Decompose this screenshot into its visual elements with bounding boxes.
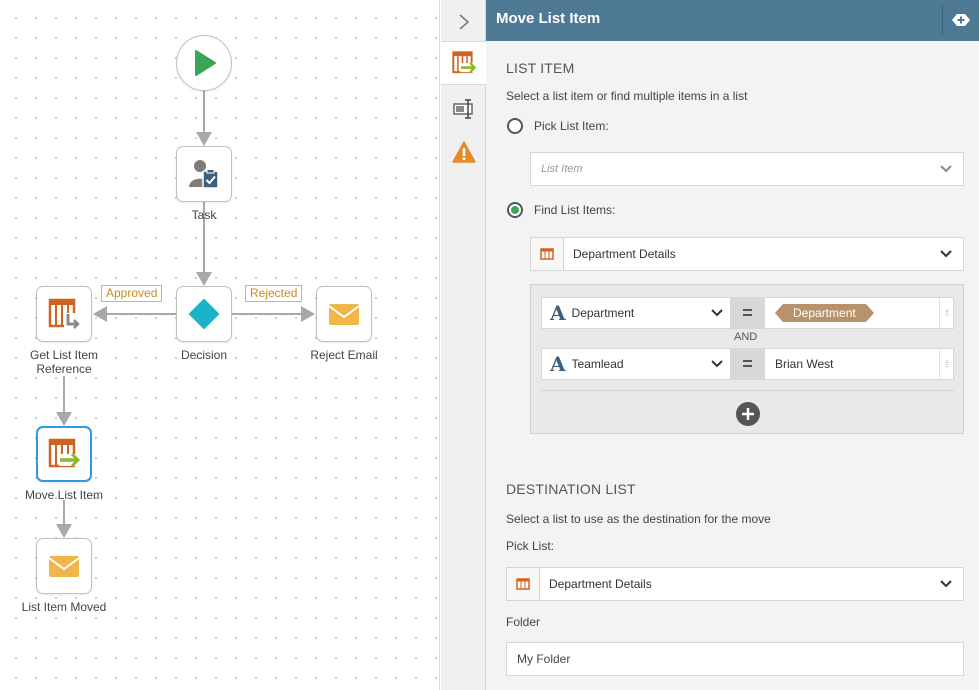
chevron-down-icon	[939, 164, 953, 174]
list-move-icon	[451, 50, 477, 76]
find-list-items-radio[interactable]	[507, 202, 523, 218]
start-node[interactable]	[176, 35, 232, 91]
drag-handle-icon[interactable]: ⁞⁞	[939, 298, 953, 328]
department-token[interactable]: Department	[783, 304, 866, 322]
properties-panel: Move List Item LIST ITEM Select a list i…	[486, 0, 979, 690]
pick-list-item-label[interactable]: Pick List Item:	[534, 119, 609, 133]
list-move-icon	[47, 437, 81, 471]
diamond-icon	[187, 297, 221, 331]
folder-input[interactable]: My Folder	[506, 642, 964, 676]
list-item-moved-node[interactable]	[36, 538, 92, 594]
condition-field-select[interactable]: A Department	[541, 297, 731, 329]
list-item-placeholder: List Item	[541, 163, 583, 175]
text-field-icon	[452, 98, 476, 120]
tab-configuration[interactable]	[441, 41, 487, 85]
get-list-item-label-line1: Get List Item	[4, 348, 124, 362]
list-item-description: Select a list item or find multiple item…	[506, 89, 747, 103]
condition-operator[interactable]: =	[731, 348, 764, 380]
move-list-item-label: Move List Item	[4, 488, 124, 502]
chevron-right-icon	[457, 13, 471, 31]
chevron-down-icon	[939, 249, 953, 259]
find-list-items-label[interactable]: Find List Items:	[534, 203, 615, 217]
chevron-down-icon	[939, 579, 953, 589]
find-list-value: Department Details	[573, 247, 676, 261]
envelope-icon	[327, 297, 361, 331]
collapse-panel-button[interactable]	[441, 0, 486, 44]
condition-operator[interactable]: =	[731, 297, 764, 329]
condition-field-select[interactable]: A Teamlead	[541, 348, 731, 380]
destination-list-value: Department Details	[549, 577, 652, 591]
plus-icon	[741, 407, 755, 421]
get-list-item-node[interactable]	[36, 286, 92, 342]
panel-header: Move List Item	[486, 0, 979, 41]
reject-email-label: Reject Email	[284, 348, 404, 362]
get-list-item-label: Get List Item Reference	[4, 348, 124, 376]
chevron-down-icon	[710, 308, 724, 318]
workflow-canvas[interactable]: Task Decision Approved Rejected Get List…	[0, 0, 440, 690]
condition-join-label: AND	[734, 331, 757, 343]
list-icon-container	[531, 238, 564, 270]
drag-handle-icon[interactable]: ⁞⁞	[939, 349, 953, 379]
condition-value-field[interactable]: Department ⁞⁞	[764, 297, 954, 329]
list-icon-container	[507, 568, 540, 600]
divider	[541, 390, 954, 391]
tab-labels[interactable]	[441, 87, 486, 131]
approved-branch-label[interactable]: Approved	[101, 285, 162, 302]
list-item-moved-label: List Item Moved	[4, 600, 124, 614]
condition-field-name: Teamlead	[572, 357, 624, 371]
warning-icon	[452, 141, 476, 163]
envelope-icon	[47, 549, 81, 583]
pick-list-item-radio[interactable]	[507, 118, 523, 134]
reject-email-node[interactable]	[316, 286, 372, 342]
list-icon	[540, 248, 554, 260]
text-field-type-icon: A	[550, 352, 566, 376]
condition-field-name: Department	[572, 306, 635, 320]
list-item-select[interactable]: List Item	[530, 152, 964, 186]
chevron-down-icon	[710, 359, 724, 369]
decision-node[interactable]	[176, 286, 232, 342]
play-icon	[189, 48, 219, 78]
panel-title: Move List Item	[496, 10, 600, 27]
user-task-icon	[187, 157, 221, 191]
filter-conditions-box: A Department = Department ⁞⁞ AND A Teaml…	[530, 284, 964, 434]
get-list-item-label-line2: Reference	[4, 362, 124, 376]
destination-list-select[interactable]: Department Details	[506, 567, 964, 601]
tab-errors[interactable]	[441, 130, 486, 174]
add-condition-button[interactable]	[736, 402, 760, 426]
task-label: Task	[144, 208, 264, 222]
condition-value-text: Brian West	[775, 357, 833, 371]
panel-side-rail	[441, 0, 486, 690]
rejected-branch-label[interactable]: Rejected	[245, 285, 302, 302]
find-list-select[interactable]: Department Details	[530, 237, 964, 271]
list-item-section-title: LIST ITEM	[506, 60, 574, 76]
expand-panel-button[interactable]	[942, 4, 979, 36]
condition-value-field[interactable]: Brian West ⁞⁞	[764, 348, 954, 380]
decision-label: Decision	[144, 348, 264, 362]
destination-section-title: DESTINATION LIST	[506, 481, 636, 497]
destination-description: Select a list to use as the destination …	[506, 512, 771, 526]
list-reference-icon	[47, 297, 81, 331]
expand-plus-icon	[951, 13, 971, 27]
move-list-item-node[interactable]	[36, 426, 92, 482]
text-field-type-icon: A	[550, 301, 566, 325]
folder-label: Folder	[506, 615, 540, 629]
task-node[interactable]	[176, 146, 232, 202]
pick-list-label: Pick List:	[506, 539, 554, 553]
list-icon	[516, 578, 530, 590]
